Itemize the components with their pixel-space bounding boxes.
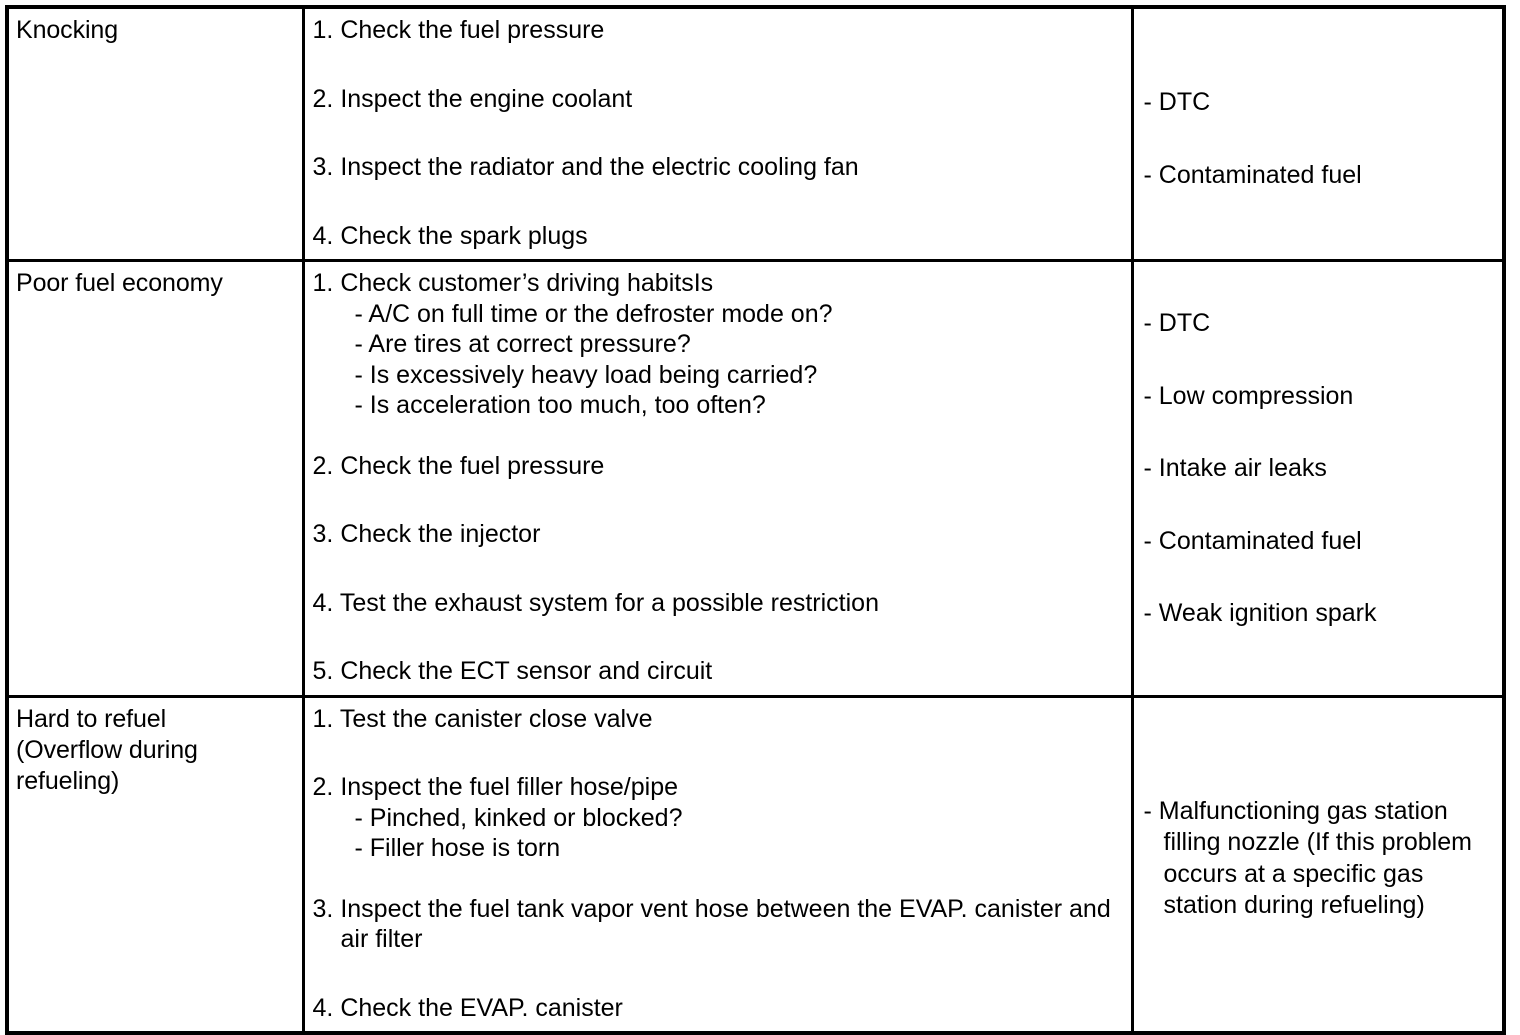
procedure-sub-item: - Are tires at correct pressure?	[354, 330, 691, 358]
procedure-item: 2. Inspect the fuel filler hose/pipe - P…	[313, 772, 1125, 864]
procedure-number: 1.	[312, 704, 334, 733]
procedure-item: 3. Inspect the radiator and the electric…	[313, 152, 1125, 183]
procedure-item: 2. Inspect the engine coolant	[313, 84, 1125, 115]
procedure-sublist: - Pinched, kinked or blocked? - Filler h…	[313, 803, 1125, 864]
symptom-cell: Poor fuel economy	[5, 259, 305, 698]
symptom-text: Poor fuel economy	[9, 262, 302, 307]
procedure-number: 3.	[312, 894, 334, 923]
procedure-item: 3. Check the injector	[313, 519, 1125, 550]
procedure-list: 1. Check the fuel pressure 2. Inspect th…	[305, 9, 1131, 259]
probable-cause-cell: - DTC - Low compression - Intake air lea…	[1130, 259, 1506, 698]
cause-item: - Intake air leaks	[1143, 454, 1327, 482]
procedure-list: 1. Check customer’s driving habitsIs - A…	[305, 262, 1131, 695]
procedure-cell: 1. Check customer’s driving habitsIs - A…	[301, 259, 1134, 698]
procedure-text: Test the exhaust system for a possible r…	[339, 588, 879, 617]
procedure-number: 4.	[312, 588, 334, 617]
procedure-text: Inspect the fuel tank vapor vent hose be…	[340, 894, 1111, 954]
cause-item: - Contaminated fuel	[1143, 526, 1362, 555]
procedure-item: 1. Check the fuel pressure	[313, 15, 1125, 46]
procedure-sub-item: - Pinched, kinked or blocked?	[354, 803, 683, 832]
procedure-text: Inspect the engine coolant	[340, 84, 633, 113]
symptom-line: refueling)	[16, 766, 120, 795]
probable-cause-list: - Malfunctioning gas station filling noz…	[1134, 698, 1503, 930]
probable-cause-list: - DTC - Contaminated fuel	[1134, 9, 1503, 198]
procedure-sub-item: - Is acceleration too much, too often?	[354, 391, 766, 419]
procedure-item: 4. Test the exhaust system for a possibl…	[313, 588, 1125, 619]
procedure-text: Check the ECT sensor and circuit	[340, 657, 713, 685]
symptom-troubleshooting-table: Knocking 1. Check the fuel pressure 2. I…	[5, 5, 1506, 1035]
procedure-number: 1.	[312, 269, 334, 297]
procedure-number: 4.	[312, 993, 334, 1022]
procedure-item: 4. Check the EVAP. canister	[313, 993, 1125, 1024]
symptom-text: Knocking	[9, 9, 302, 54]
procedure-number: 4.	[312, 221, 334, 250]
symptom-line: Poor fuel economy	[16, 269, 223, 297]
procedure-sub-item: - Filler hose is torn	[354, 834, 561, 862]
symptom-text: Hard to refuel (Overflow during refuelin…	[9, 698, 302, 805]
procedure-number: 3.	[312, 153, 334, 181]
table-row: Poor fuel economy 1. Check customer’s dr…	[5, 259, 1506, 698]
procedure-item: 1. Test the canister close valve	[313, 704, 1125, 735]
probable-cause-list: - DTC - Low compression - Intake air lea…	[1134, 262, 1503, 637]
cause-item: - Weak ignition spark	[1143, 599, 1377, 627]
procedure-item: 3. Inspect the fuel tank vapor vent hose…	[313, 894, 1125, 955]
page-root: Knocking 1. Check the fuel pressure 2. I…	[5, 5, 1506, 1035]
procedure-sublist: - A/C on full time or the defroster mode…	[313, 299, 1125, 421]
procedure-text: Test the canister close valve	[339, 704, 653, 733]
procedure-sub-item: - A/C on full time or the defroster mode…	[354, 299, 833, 328]
cause-item: - Low compression	[1143, 381, 1354, 410]
procedure-text: Check the fuel pressure	[340, 16, 605, 44]
symptom-line: Hard to refuel	[16, 704, 167, 733]
procedure-number: 2.	[312, 773, 334, 801]
procedure-number: 3.	[312, 520, 334, 548]
procedure-number: 2.	[312, 84, 334, 113]
procedure-item: 1. Check customer’s driving habitsIs - A…	[313, 268, 1125, 421]
cause-item: - DTC	[1143, 309, 1211, 337]
procedure-text: Inspect the fuel filler hose/pipe	[340, 773, 679, 801]
probable-cause-cell: - DTC - Contaminated fuel	[1130, 5, 1506, 262]
probable-cause-cell: - Malfunctioning gas station filling noz…	[1130, 694, 1506, 1035]
cause-item: - Contaminated fuel	[1143, 160, 1362, 189]
procedure-item: 4. Check the spark plugs	[313, 221, 1125, 252]
procedure-text: Inspect the radiator and the electric co…	[340, 153, 859, 181]
procedure-list: 1. Test the canister close valve 2. Insp…	[305, 698, 1131, 1032]
cause-item: - Malfunctioning gas station filling noz…	[1143, 796, 1472, 920]
procedure-text: Check the injector	[340, 520, 541, 548]
procedure-number: 2.	[312, 451, 334, 480]
procedure-text: Check the fuel pressure	[340, 451, 605, 480]
procedure-cell: 1. Test the canister close valve 2. Insp…	[301, 694, 1134, 1035]
procedure-number: 1.	[312, 16, 334, 44]
symptom-line: (Overflow during	[16, 735, 198, 764]
symptom-cell: Hard to refuel (Overflow during refuelin…	[5, 694, 305, 1035]
procedure-number: 5.	[312, 657, 334, 685]
symptom-cell: Knocking	[5, 5, 305, 262]
procedure-item: 5. Check the ECT sensor and circuit	[313, 656, 1125, 687]
procedure-sub-item: - Is excessively heavy load being carrie…	[354, 360, 818, 389]
cause-item: - DTC	[1143, 88, 1211, 116]
procedure-text: Check the EVAP. canister	[340, 993, 623, 1022]
procedure-cell: 1. Check the fuel pressure 2. Inspect th…	[301, 5, 1134, 262]
procedure-text: Check the spark plugs	[340, 221, 588, 250]
table-row: Knocking 1. Check the fuel pressure 2. I…	[5, 5, 1506, 262]
procedure-item: 2. Check the fuel pressure	[313, 451, 1125, 482]
table-row: Hard to refuel (Overflow during refuelin…	[5, 694, 1506, 1035]
symptom-line: Knocking	[16, 16, 119, 44]
procedure-text: Check customer’s driving habitsIs	[340, 269, 714, 297]
